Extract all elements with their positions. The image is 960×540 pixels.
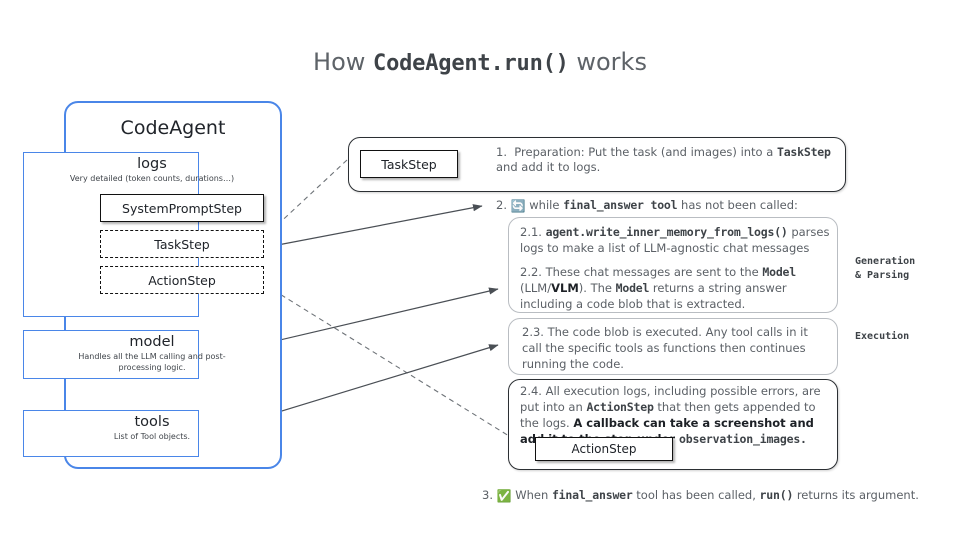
step21-number: 2.1. <box>520 225 542 239</box>
step1-text-a: Preparation: Put the task (and images) i… <box>514 145 777 159</box>
step1-taskstep-chip[interactable]: TaskStep <box>360 150 458 178</box>
title-prefix: How <box>313 48 374 76</box>
step21-22-box <box>508 217 838 313</box>
tools-title: tools <box>134 414 170 430</box>
model-title: model <box>129 334 175 350</box>
step21-text: 2.1. agent.write_inner_memory_from_logs(… <box>520 224 832 256</box>
step22-text-b: (LLM/ <box>520 281 552 295</box>
check-mark-icon: ✅ <box>496 489 512 503</box>
step1-number: 1. <box>496 145 507 159</box>
model-subtitle: Handles all the LLM calling and post-pro… <box>78 352 226 372</box>
step22-bold-a: VLM <box>551 281 579 295</box>
title-code: CodeAgent.run() <box>373 51 569 76</box>
step22-number: 2.2. <box>520 265 542 279</box>
step24-text-b: that then gets appended to the logs. <box>520 400 816 430</box>
step3-code-a: final_answer <box>551 488 633 502</box>
step22-code-b: Model <box>615 281 650 295</box>
step3-line: 3. ✅ When final_answer tool has been cal… <box>482 488 942 503</box>
page-title: How CodeAgent.run() works <box>0 48 960 76</box>
tools-subtitle: List of Tool objects. <box>113 432 191 441</box>
loop-text-a: while <box>529 198 564 212</box>
step3-text-c: returns its argument. <box>793 488 919 502</box>
step1-text-b: and add it to logs. <box>496 160 601 174</box>
title-suffix: works <box>568 48 647 76</box>
step21-text-a: parses logs to make a list of LLM-agnost… <box>520 225 830 255</box>
loop-text-b: has not been called: <box>677 198 798 212</box>
step23-text: 2.3. The code blob is executed. Any tool… <box>522 324 830 372</box>
loop-code-a: final_answer tool <box>563 198 678 212</box>
model-box <box>23 330 199 379</box>
step22-code-a: Model <box>762 265 796 279</box>
side-label-generation: Generation & Parsing <box>855 256 916 281</box>
step3-text-a: When <box>515 488 552 502</box>
loop-arrows-icon: 🔄 <box>510 199 526 213</box>
logs-step-systempromptstep[interactable]: SystemPromptStep <box>100 194 264 222</box>
step23-number: 2.3. <box>522 325 544 339</box>
side-label-execution: Execution <box>855 331 910 342</box>
logs-subtitle: Very detailed (token counts, durations…) <box>69 174 235 183</box>
step3-number: 3. <box>482 488 493 502</box>
step23-text-a: The code blob is executed. Any tool call… <box>522 325 808 371</box>
step23-box <box>508 318 838 375</box>
loop-number: 2. <box>496 198 507 212</box>
step24-text-a: All execution logs, including possible e… <box>520 384 821 414</box>
logs-title: logs <box>137 156 167 172</box>
step22-text-c: ). The <box>578 281 616 295</box>
step1-code-a: TaskStep <box>776 145 831 159</box>
logs-step-taskstep[interactable]: TaskStep <box>100 230 264 258</box>
step3-code-b: run() <box>759 488 794 502</box>
loop-line: 2. 🔄 while final_answer tool has not bee… <box>496 198 876 213</box>
step24-code-a: ActionStep <box>586 400 654 414</box>
step22-text-a: These chat messages are sent to the <box>545 265 763 279</box>
step3-text-b: tool has been called, <box>632 488 760 502</box>
step24-number: 2.4. <box>520 384 542 398</box>
step21-code-a: agent.write_inner_memory_from_logs() <box>545 225 788 239</box>
codeagent-title: CodeAgent <box>120 117 226 139</box>
step22-text-d: returns a string answer including a code… <box>520 281 787 311</box>
logs-step-actionstep[interactable]: ActionStep <box>100 266 264 294</box>
step24-code-b: observation_images. <box>679 432 807 446</box>
tools-box <box>23 410 199 457</box>
step24-actionstep-chip[interactable]: ActionStep <box>535 437 673 461</box>
step1-text: 1. Preparation: Put the task (and images… <box>496 145 834 175</box>
step22-text: 2.2. These chat messages are sent to the… <box>520 264 832 312</box>
